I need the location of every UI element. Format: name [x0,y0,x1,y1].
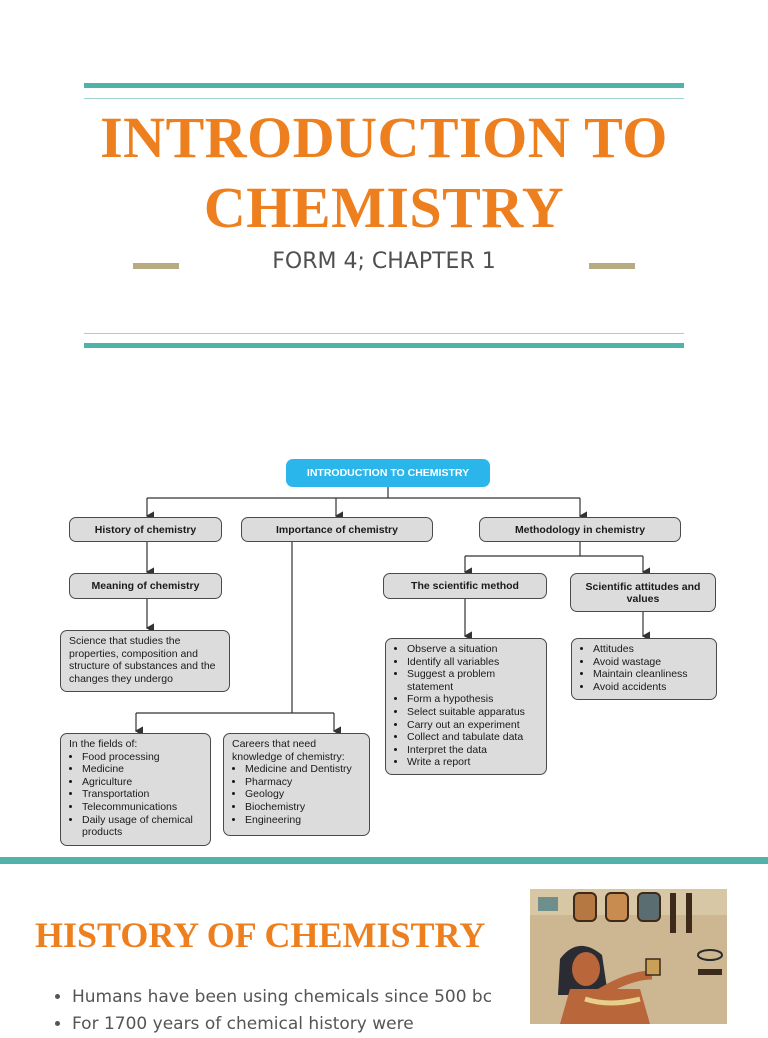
list-item: Maintain cleanliness [593,668,708,681]
list-item: Form a hypothesis [407,693,538,706]
list-item: Avoid wastage [593,656,708,669]
list-item: Medicine [82,763,202,776]
meaning-of-chemistry-node: Meaning of chemistry [69,573,222,599]
careers-title: Careers that need knowledge of chemistry… [232,738,345,763]
top-rule-thick [84,83,684,88]
list-item: Biochemistry [245,801,361,814]
definition-node: Science that studies the properties, com… [60,630,230,692]
list-item: Pharmacy [245,776,361,789]
list-item: Medicine and Dentistry [245,763,361,776]
top-rule-thin [84,98,684,99]
bottom-rule-thick [84,343,684,348]
bottom-rule-thin [84,333,684,334]
list-item: Humans have been using chemicals since 5… [72,984,542,1011]
fields-node: In the fields of: Food processing Medici… [60,733,211,846]
list-item: Select suitable apparatus [407,706,538,719]
history-of-chemistry-node: History of chemistry [69,517,222,542]
list-item: Telecommunications [82,801,202,814]
methodology-in-chemistry-node: Methodology in chemistry [479,517,681,542]
section-title: HISTORY OF CHEMISTRY [35,915,486,955]
list-item: Avoid accidents [593,681,708,694]
list-item: Geology [245,788,361,801]
list-item: Food processing [82,751,202,764]
page-title-line1: INTRODUCTION TO [100,105,668,170]
list-item: Suggest a problem statement [407,668,538,693]
list-item: Write a report [407,756,538,769]
slide-divider [0,857,768,864]
fields-title: In the fields of: [69,738,138,750]
scientific-attitudes-node: Scientific attitudes and values [570,573,716,612]
egyptian-mural-image [530,889,727,1024]
method-steps-node: Observe a situation Identify all variabl… [385,638,547,775]
list-item: Carry out an experiment [407,719,538,732]
importance-of-chemistry-node: Importance of chemistry [241,517,433,542]
list-item: For 1700 years of chemical history were [72,1011,542,1038]
diagram-connectors [134,487,651,736]
list-item: Observe a situation [407,643,538,656]
page-title-line2: CHEMISTRY [203,175,565,240]
list-item: Agriculture [82,776,202,789]
history-bullets: Humans have been using chemicals since 5… [46,984,542,1038]
list-item: Identify all variables [407,656,538,669]
diagram-root-node: INTRODUCTION TO CHEMISTRY [286,459,490,487]
careers-node: Careers that need knowledge of chemistry… [223,733,370,836]
list-item: Collect and tabulate data [407,731,538,744]
list-item: Transportation [82,788,202,801]
scientific-method-node: The scientific method [383,573,547,599]
list-item: Engineering [245,814,361,827]
right-dash [589,263,635,269]
page-subtitle: FORM 4; CHAPTER 1 [272,249,496,274]
list-item: Attitudes [593,643,708,656]
attitudes-list-node: Attitudes Avoid wastage Maintain cleanli… [571,638,717,700]
left-dash [133,263,179,269]
list-item: Interpret the data [407,744,538,757]
list-item: Daily usage of chemical products [82,814,202,839]
